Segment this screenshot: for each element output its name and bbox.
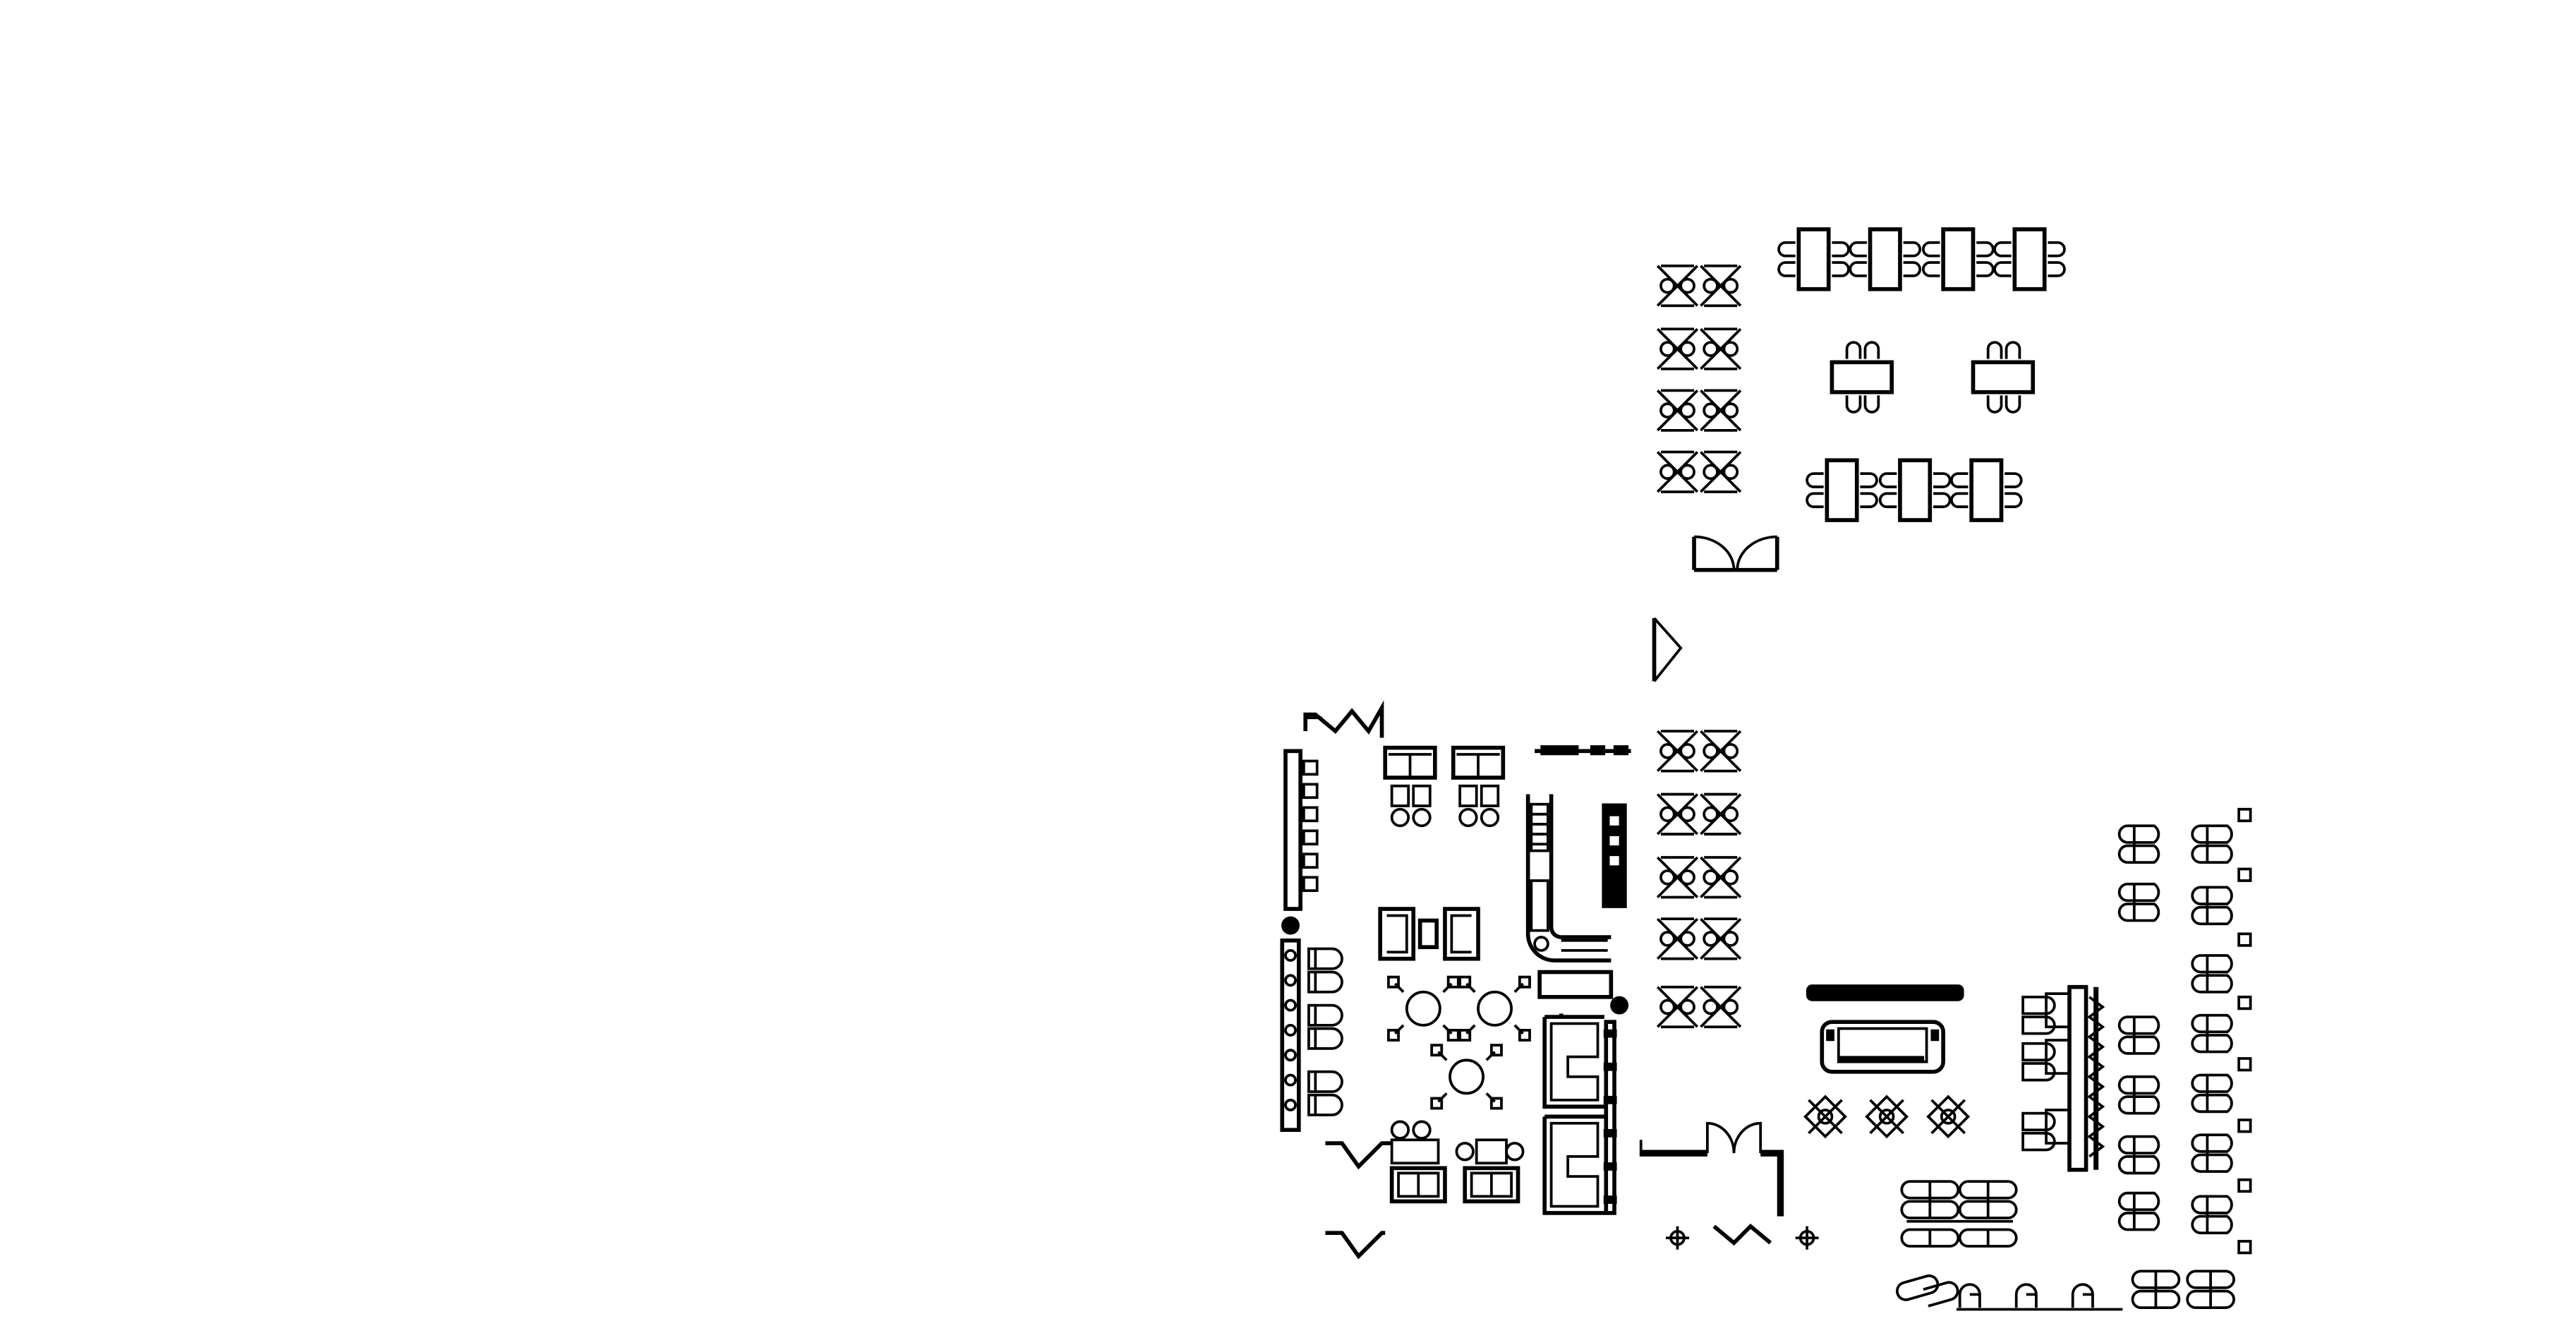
dining-table-4-top-4 <box>1993 227 2066 291</box>
diamond-chair-cluster-lower <box>1656 730 1742 1029</box>
door-bottom-left-1 <box>1325 1141 1392 1170</box>
bar-island-right <box>2021 984 2088 1172</box>
dining-table-4-top-1 <box>1777 227 1850 291</box>
door-bottom-left-2 <box>1325 1231 1386 1260</box>
booth-upper <box>1542 1013 1604 1109</box>
single-door-upper <box>1652 617 1683 682</box>
planter-left <box>1281 916 1300 935</box>
entrance-door-bottom <box>1712 1223 1772 1246</box>
bar-shelf-top <box>1535 745 1631 756</box>
round-table-2 <box>1458 975 1531 1042</box>
dj-stage <box>1806 984 1964 1074</box>
entry-door-top-left <box>1303 700 1384 738</box>
counter-strip-right <box>1537 970 1629 1015</box>
dining-table-4-top-3 <box>1922 227 1995 291</box>
dining-table-4-low-3 <box>1950 458 2023 522</box>
diamond-chair-cluster-stage <box>1803 1094 1971 1139</box>
dining-table-4-mid-1 <box>1830 341 1894 414</box>
dining-table-4-low-1 <box>1806 458 1878 522</box>
lounge-chair-group-bottom <box>1900 1180 2018 1248</box>
sofa-group-top-1 <box>1383 745 1437 828</box>
lounge-armchairs-mid <box>1378 907 1480 961</box>
sofa-group-bottom-2 <box>1455 1138 1525 1204</box>
kitchen-l-counter <box>1525 794 1627 963</box>
bottom-row-seating <box>1896 1269 2235 1311</box>
sofa-group-top-2 <box>1451 745 1506 828</box>
lounge-chair-column-1 <box>2117 824 2160 1231</box>
banquette-left-wall <box>1280 938 1301 1133</box>
lower-left-lounge <box>1280 700 1631 1260</box>
diamond-chair-cluster-upper <box>1656 264 1742 493</box>
stool-column-right <box>2237 807 2252 1255</box>
lounge-chair-column-2 <box>2191 824 2233 1235</box>
dining-table-4-low-2 <box>1878 458 1952 522</box>
upper-dining-area <box>1652 227 2066 682</box>
planter-small-2 <box>1795 1226 1819 1250</box>
double-door-upper <box>1692 535 1779 572</box>
planter-small-1 <box>1666 1226 1689 1250</box>
round-table-1 <box>1387 975 1460 1042</box>
sofa-group-bottom-1 <box>1389 1120 1447 1204</box>
booth-divider-seats <box>1603 1020 1617 1215</box>
dining-table-4-mid-2 <box>1971 341 2036 414</box>
planter-hedge-right <box>2087 987 2105 1170</box>
round-table-3 <box>1430 1044 1503 1110</box>
entrance-wall-bottom <box>1639 1121 1784 1217</box>
bar-counter-left <box>1283 749 1319 911</box>
booth-lower <box>1542 1114 1604 1215</box>
armchair-pairs-left <box>1307 947 1343 1116</box>
dining-table-4-top-2 <box>1849 227 1922 291</box>
